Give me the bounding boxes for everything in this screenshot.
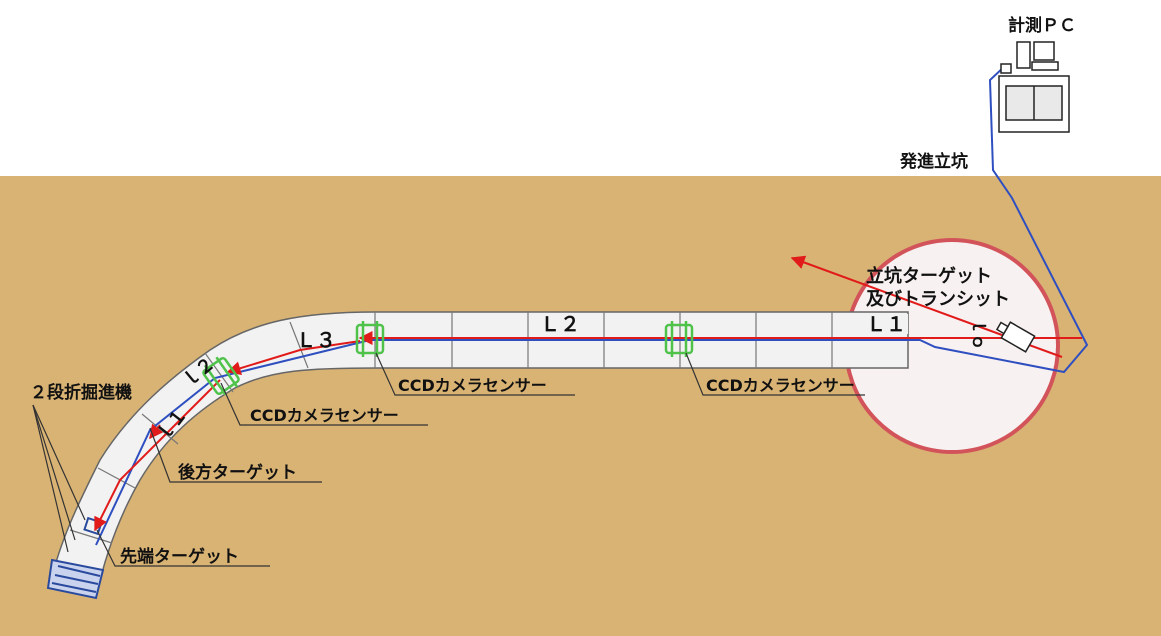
segment-L2-label: Ｌ２ xyxy=(540,314,580,336)
transit-instrument xyxy=(995,321,1036,353)
l1-label-box xyxy=(842,314,908,334)
ccd-sensor-1-marker xyxy=(664,321,694,357)
rear-target-label: 後方ターゲット xyxy=(178,462,297,483)
front-target-label: 先端ターゲット xyxy=(120,546,239,567)
ccd-sensor-3-label: CCDカメラセンサー xyxy=(250,406,399,425)
pc-label: 計測ＰＣ xyxy=(1008,15,1076,36)
boring-machine xyxy=(46,516,105,600)
machine-label: ２段折掘進機 xyxy=(30,382,132,403)
pc-icon xyxy=(998,41,1070,133)
segment-L1-label: Ｌ１ xyxy=(866,314,906,336)
leader-lines xyxy=(32,352,865,567)
ccd-sensor-2-label: CCDカメラセンサー xyxy=(398,376,547,395)
segment-lo-label: ｌｏ xyxy=(969,318,987,350)
ccd-sensor-2-marker xyxy=(355,321,385,357)
shaft-label: 発進立坑 xyxy=(899,151,968,172)
target-transit-label-line2: 及びトランシット xyxy=(866,289,1010,310)
data-cable xyxy=(95,65,1089,546)
ccd-sensor-3-marker xyxy=(202,356,240,396)
segment-L3-label: Ｌ３ xyxy=(296,330,336,352)
target-transit-label-line1: 立坑ターゲット xyxy=(866,265,992,287)
ccd-sensor-1-label: CCDカメラセンサー xyxy=(706,376,855,395)
